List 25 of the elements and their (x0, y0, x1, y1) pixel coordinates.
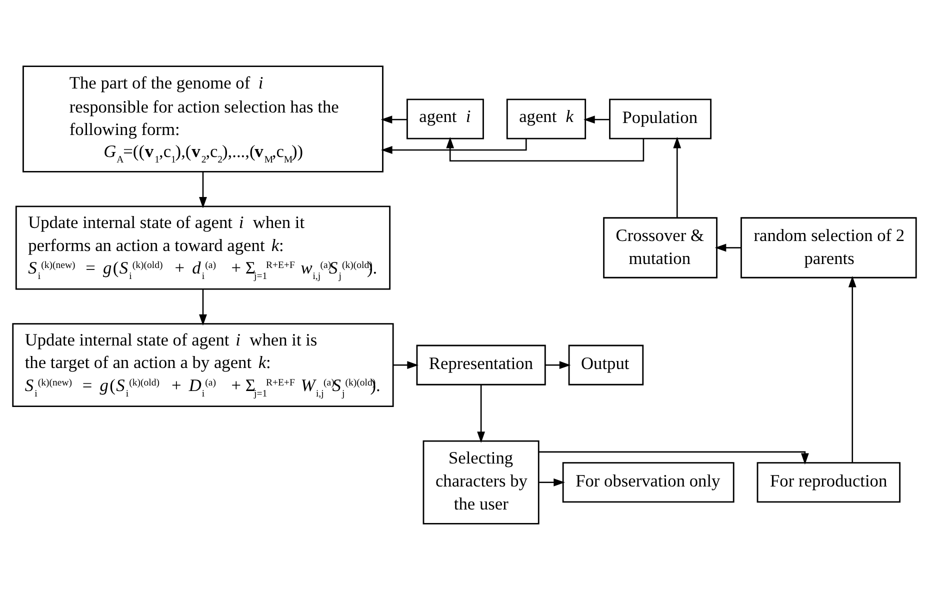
node-box: Output (568, 344, 644, 385)
node-box: The part of the genome of i responsible for action selection has the following form: G$_{A}$=((v$_{1}$,c$_{1}$),(v$_{2}$,c$_{2}$),...,(v$_{M}$,c$_{M}$)) (22, 65, 384, 172)
arrow (848, 275, 856, 462)
node-box: For reproduction (756, 462, 901, 502)
arrow (477, 384, 486, 442)
node-box: agent k (506, 98, 586, 139)
arrow (199, 288, 207, 326)
arrow (539, 478, 565, 486)
arrow (381, 138, 527, 154)
node-box: For observation only (562, 462, 734, 502)
arrow (673, 136, 682, 218)
node-box: Representation (416, 344, 546, 385)
arrow (446, 136, 644, 161)
arrow (538, 450, 809, 464)
node-box: Population (609, 98, 712, 139)
arrow (393, 360, 418, 369)
arrow (584, 115, 610, 124)
arrow (714, 243, 742, 252)
node-box: agent i (406, 98, 484, 139)
node-box: Crossover & mutation (603, 216, 718, 278)
node-box: random selection of 2 parents (740, 216, 917, 278)
arrow (199, 171, 207, 208)
arrow (380, 115, 407, 124)
node-box: Selecting characters by the user (422, 440, 540, 524)
arrow (545, 360, 571, 369)
